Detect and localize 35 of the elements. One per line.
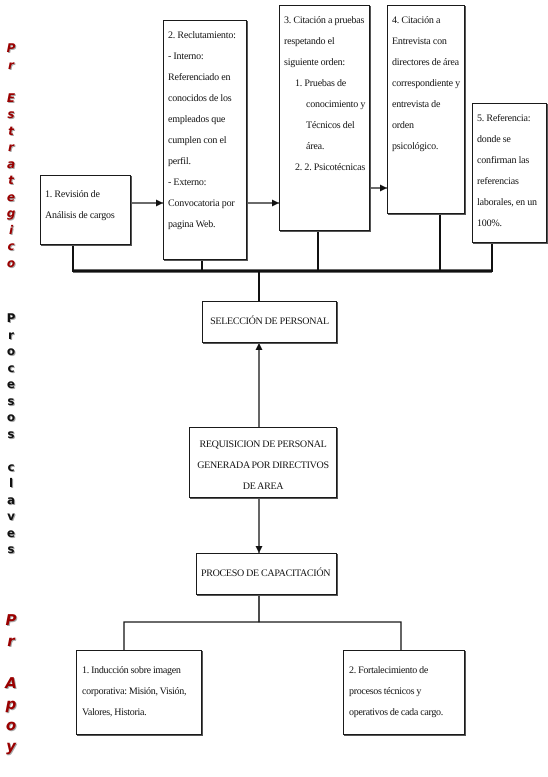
process-box [279, 5, 370, 231]
process-box [202, 301, 337, 343]
connector-line [258, 595, 402, 650]
box-text: SELECCIÓN DE PERSONAL [209, 314, 330, 329]
vertical-label: Procesos claves [6, 310, 16, 558]
connector-line [258, 243, 493, 301]
box-text: - Interno: Referenciado en conocidos de los empleados que cumplen con el perfil. [168, 50, 232, 169]
box-text: REQUISICION DE PERSONAL GENERADA POR DIRECTIVOS DE AREA [196, 438, 330, 494]
box-text: PROCESO DE CAPACITACIÓN [201, 566, 332, 581]
process-box [76, 650, 202, 735]
arrow [256, 343, 262, 427]
arrow [256, 498, 262, 553]
process-box [40, 175, 131, 245]
box-text: 3. Citación a pruebas respetando el siguiente orden: [284, 14, 366, 70]
vertical-label: Pr Apoy [3, 610, 18, 757]
process-box [189, 427, 337, 498]
process-box [387, 5, 465, 214]
box-text: 2. Fortalecimiento de procesos técnicos y operativos de cada cargo. [349, 664, 444, 720]
box-text: 1. Revisión de Análisis de cargos [45, 188, 116, 223]
arrow [131, 200, 163, 206]
vertical-label: Pr Estrategico [6, 40, 16, 271]
box-text: 4. Citación a Entrevista con directores de área correspondiente y entrevista de orden psicológico. [392, 14, 461, 154]
list-item: 1. Pruebas de conocimiento y Técnicos del área. [294, 77, 366, 154]
box-text: 5. Referencia: donde se confirman las referencias laborales, en un 100%. [477, 112, 538, 231]
process-box [343, 650, 465, 735]
process-box [163, 20, 247, 260]
arrow [370, 184, 387, 192]
list-item: 2. 2. Psicotécnicas [294, 161, 366, 175]
box-text: - Externo: Convocatoria por pagina Web. [168, 176, 236, 232]
arrow [247, 200, 279, 206]
bus-line [73, 269, 492, 273]
process-box [196, 553, 337, 595]
box-text: 2. Reclutamiento: [168, 29, 237, 43]
process-box [472, 103, 547, 243]
box-text: 1. Inducción sobre imagen corporativa: Misión, Visión, Valores, Historia. [82, 664, 188, 720]
